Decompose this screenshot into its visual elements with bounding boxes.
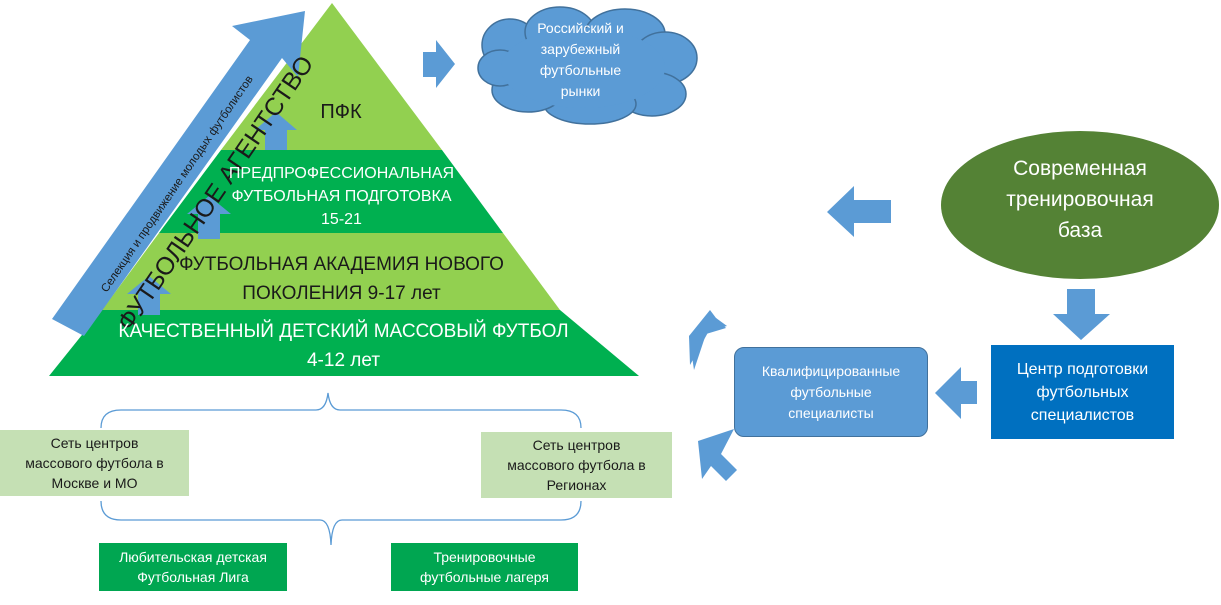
specialists-box: Квалифицированные футбольные специалисты — [734, 347, 928, 437]
specialists-line-3: специалисты — [788, 404, 874, 421]
markets-line-2: зарубежный — [540, 41, 621, 57]
network-regions-box: Сеть центров массового футбола в Региона… — [481, 432, 672, 498]
pyramid-label-academy: ФУТБОЛЬНАЯ АКАДЕМИЯ НОВОГО ПОКОЛЕНИЯ 9-1… — [155, 250, 528, 308]
preprof-line-1: ПРЕДПРОФЕССИОНАЛЬНАЯ — [228, 165, 455, 182]
arrow-to-markets — [423, 40, 455, 88]
center-line-2: футбольных — [1036, 383, 1129, 401]
training-base-line-2: тренировочная — [1006, 188, 1154, 211]
arrow-to-pyramid-body — [689, 318, 727, 365]
pyramid-label-preprof: ПРЕДПРОФЕССИОНАЛЬНАЯ ФУТБОЛЬНАЯ ПОДГОТОВ… — [200, 162, 483, 231]
training-base-line-3: база — [1057, 219, 1103, 242]
preprof-line-3: 15-21 — [321, 211, 362, 228]
up-arrow-pfk — [255, 112, 297, 150]
specialists-line-1: Квалифицированные — [761, 362, 901, 379]
pyramid-label-mass: КАЧЕСТВЕННЫЙ ДЕТСКИЙ МАССОВЫЙ ФУТБОЛ 4-1… — [95, 317, 592, 375]
network-regions-line-2: массового футбола в — [507, 457, 646, 473]
league-line-2: Футбольная Лига — [137, 569, 249, 585]
network-regions-line-1: Сеть центров — [532, 437, 621, 453]
center-box: Центр подготовки футбольных специалистов — [991, 345, 1174, 439]
pyramid-label-pfk: ПФК — [320, 101, 362, 123]
arrow-down-to-center — [1053, 289, 1110, 340]
academy-line-2: ПОКОЛЕНИЯ 9-17 лет — [242, 283, 441, 304]
league-line-1: Любительская детская — [119, 549, 267, 565]
preprof-line-2: ФУТБОЛЬНАЯ ПОДГОТОВКА — [231, 188, 452, 205]
pyramid-tier-mass — [49, 310, 639, 376]
bottom-brace — [100, 500, 582, 546]
training-base-ellipse — [941, 131, 1219, 279]
agency-arrow — [52, 11, 305, 336]
markets-line-1: Российский и — [537, 20, 624, 36]
pyramid-tier-preprof — [159, 150, 503, 233]
network-moscow-line-2: массового футбола в — [25, 455, 164, 471]
camps-line-1: Тренировочные — [433, 549, 536, 565]
network-moscow-line-1: Сеть центров — [50, 435, 139, 451]
camps-box: Тренировочные футбольные лагеря — [391, 543, 578, 591]
academy-line-1: ФУТБОЛЬНАЯ АКАДЕМИЯ НОВОГО — [179, 254, 504, 275]
pyramid-tier-academy — [102, 233, 560, 310]
arrow-left-from-base — [827, 186, 891, 237]
network-regions-line-3: Регионах — [546, 477, 607, 493]
markets-label: Российский и зарубежный футбольные рынки — [508, 18, 653, 102]
arrow-left-to-specialists — [935, 367, 977, 419]
markets-line-3: футбольные — [539, 62, 622, 78]
training-base-line-1: Современная — [1013, 157, 1147, 180]
training-base-label: Современная тренировочная база — [960, 153, 1200, 246]
specialists-line-2: футбольные — [790, 383, 872, 400]
network-moscow-box: Сеть центров массового футбола в Москве … — [0, 430, 189, 496]
up-arrow-preprof — [187, 196, 231, 239]
network-moscow-line-3: Москве и МО — [51, 475, 138, 491]
league-box: Любительская детская Футбольная Лига — [99, 543, 287, 591]
camps-line-2: футбольные лагеря — [420, 569, 549, 585]
up-arrow-academy — [127, 276, 171, 315]
mass-line-1: КАЧЕСТВЕННЫЙ ДЕТСКИЙ МАССОВЫЙ ФУТБОЛ — [118, 321, 569, 342]
mass-line-2: 4-12 лет — [306, 350, 381, 371]
center-line-3: специалистов — [1030, 406, 1135, 424]
arrow-to-regions — [698, 429, 737, 481]
center-line-1: Центр подготовки — [1016, 360, 1149, 378]
markets-line-4: рынки — [560, 83, 601, 99]
markets-cloud — [477, 6, 698, 125]
top-brace — [100, 392, 582, 429]
